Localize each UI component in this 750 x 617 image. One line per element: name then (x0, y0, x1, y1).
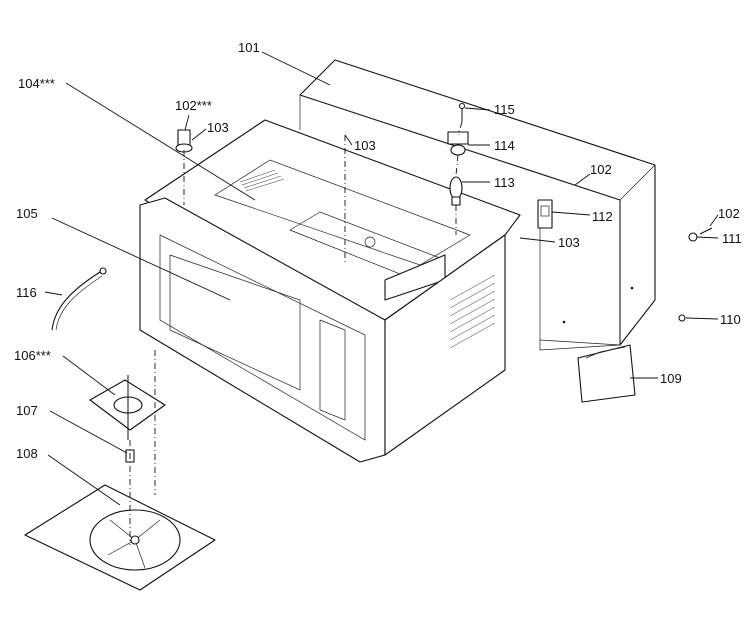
part-102-bracket (175, 129, 193, 153)
label-103-center: 103 (354, 138, 376, 153)
label-108: 108 (16, 446, 38, 461)
part-113-lamp-bulb (449, 176, 463, 206)
part-109-cover (577, 344, 636, 403)
assembly-axes (129, 121, 463, 545)
label-102-top: 102*** (175, 98, 212, 113)
label-111: 111 (722, 231, 742, 246)
label-107: 107 (16, 403, 38, 418)
leader-lines (44, 51, 719, 506)
part-112-latch (537, 199, 553, 229)
part-111-washer (688, 227, 713, 242)
label-104: 104*** (18, 76, 55, 91)
label-103-left: 103 (207, 120, 229, 135)
part-106-turntable-support (89, 375, 166, 440)
label-101: 101 (238, 40, 260, 55)
label-114: 114 (494, 138, 515, 153)
label-106: 106*** (14, 348, 51, 363)
label-115: 115 (494, 102, 515, 117)
oven-cavity (139, 119, 521, 463)
outer-cabinet (299, 59, 656, 351)
part-110-screw (678, 314, 686, 322)
label-109: 109 (660, 371, 682, 386)
label-102-right: 102 (718, 206, 740, 221)
label-102-middle: 102 (590, 162, 612, 177)
part-108-base-plate (24, 484, 216, 591)
top-vent-grille (239, 169, 285, 192)
part-115-screw (458, 102, 466, 122)
label-105: 105 (16, 206, 38, 221)
label-110: 110 (720, 312, 741, 327)
label-113: 113 (494, 175, 515, 190)
label-103-right: 103 (558, 235, 580, 250)
part-116-sensor-cord (51, 267, 107, 331)
label-116: 116 (16, 285, 37, 300)
label-112: 112 (592, 209, 613, 224)
part-labels: 101 104*** 102*** 103 103 115 114 113 10… (14, 40, 742, 461)
part-114-lamp-socket (447, 131, 469, 156)
rear-vent-grille (449, 274, 496, 349)
